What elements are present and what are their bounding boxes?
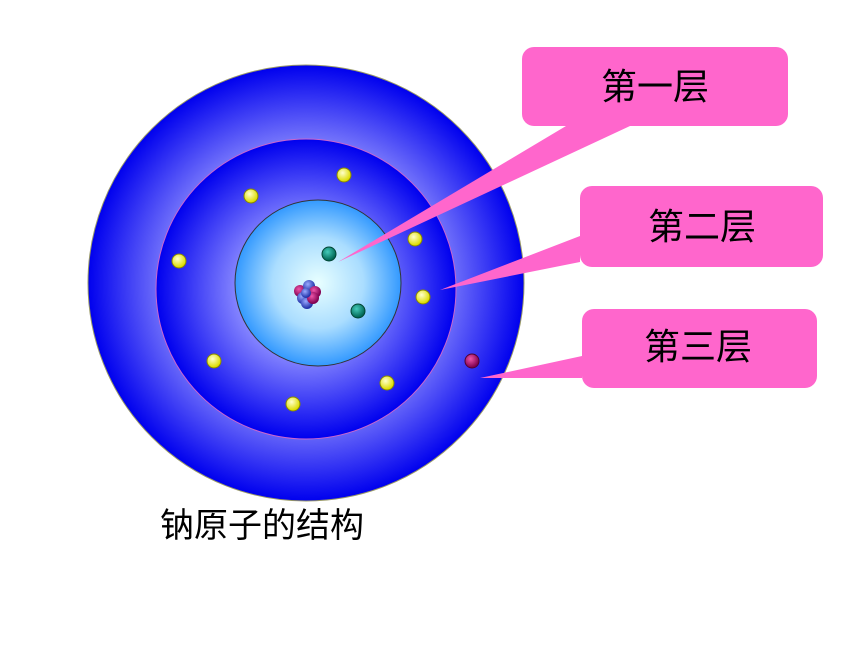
callout-box <box>580 186 823 267</box>
callout-third-shell: 第三层 <box>582 309 817 388</box>
callout-tail-second <box>440 236 580 290</box>
callout-box <box>522 47 788 126</box>
callout-label: 第二层 <box>648 207 756 248</box>
electron <box>415 289 431 305</box>
callout-second-shell: 第二层 <box>580 186 823 267</box>
electron <box>206 353 222 369</box>
electron <box>171 253 187 269</box>
electron <box>321 246 337 262</box>
electron <box>336 167 352 183</box>
electron <box>407 231 423 247</box>
diagram-caption: 钠原子的结构 <box>160 506 364 546</box>
electron <box>350 303 366 319</box>
nucleus <box>294 280 321 309</box>
second-shell-electrons <box>171 167 431 412</box>
nucleon <box>301 288 311 298</box>
callout-tail-third <box>480 356 582 378</box>
electron <box>285 396 301 412</box>
callout-tail-first <box>338 126 630 262</box>
callout-first-shell: 第一层 <box>522 47 788 126</box>
first-shell-electrons <box>321 246 366 319</box>
third-shell-electron <box>464 353 480 369</box>
first-shell <box>234 199 402 367</box>
callout-label: 第一层 <box>601 67 709 108</box>
callout-label: 第三层 <box>644 327 752 368</box>
electron <box>243 188 259 204</box>
electron <box>379 375 395 391</box>
callout-box <box>582 309 817 388</box>
